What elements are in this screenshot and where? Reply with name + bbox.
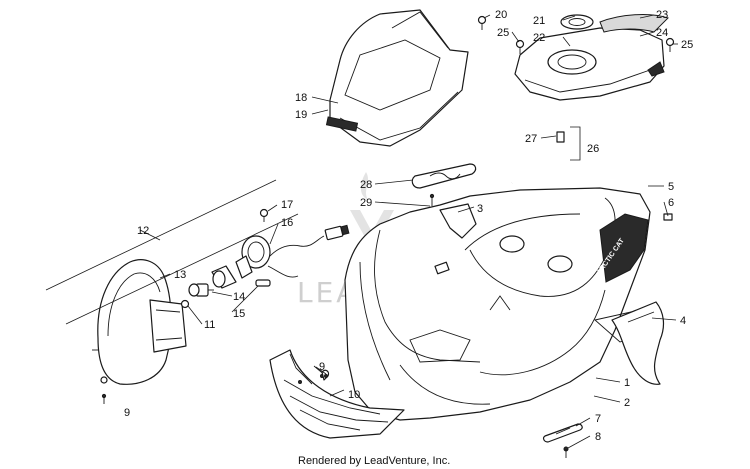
- callout-27: 27: [525, 133, 537, 145]
- callout-25-right: 25: [681, 39, 693, 51]
- callout-25-left: 25: [497, 27, 509, 39]
- screw-8: [563, 446, 569, 458]
- front-decal: ARCTIC CAT: [596, 213, 649, 283]
- callout-3: 3: [477, 203, 483, 215]
- front-body: [344, 187, 651, 421]
- watermark-v-icon: [350, 210, 394, 250]
- callout-18: 18: [295, 92, 307, 104]
- side-decal: [439, 203, 477, 239]
- headlight-housing: [92, 259, 187, 385]
- callout-21: 21: [533, 15, 545, 27]
- callout-4: 4: [680, 315, 686, 327]
- headlight-socket-16: [235, 235, 271, 279]
- callouts: 18 19 20 25 25 21 22 23 24 27 26 28 29 3…: [124, 9, 693, 443]
- callout-16: 16: [281, 217, 293, 229]
- emblem: [411, 163, 477, 206]
- fuel-cover-trim: [599, 14, 669, 33]
- callout-17: 17: [281, 199, 293, 211]
- callout-20: 20: [495, 9, 507, 21]
- bulb-14: [188, 283, 214, 297]
- fuel-tank-cover: [514, 14, 669, 101]
- grille: [269, 349, 405, 439]
- callout-22: 22: [533, 32, 545, 44]
- callout-7: 7: [595, 413, 601, 425]
- clip-11: [180, 299, 190, 309]
- screw-9-left: [101, 393, 107, 404]
- callout-10: 10: [348, 389, 360, 401]
- bolt-17: [259, 208, 269, 222]
- callout-29: 29: [360, 197, 372, 209]
- strap-7: [542, 423, 583, 443]
- callout-12: 12: [137, 225, 149, 237]
- callout-26: 26: [587, 143, 599, 155]
- callout-1: 1: [624, 377, 630, 389]
- screw-20: [477, 15, 487, 30]
- callout-24: 24: [656, 27, 668, 39]
- seat-logo-badge: [325, 116, 359, 132]
- callout-9-left: 9: [124, 407, 130, 419]
- callout-13: 13: [174, 269, 186, 281]
- callout-5: 5: [668, 181, 674, 193]
- vent-hose: [510, 131, 565, 185]
- callout-14: 14: [233, 291, 245, 303]
- screw-25-left: [515, 39, 525, 54]
- seat: [325, 9, 469, 147]
- leader-lines: [139, 14, 678, 449]
- screw-25-right: [665, 37, 675, 52]
- callout-6: 6: [668, 197, 674, 209]
- callout-28: 28: [360, 179, 372, 191]
- wire-harness: [267, 224, 350, 278]
- fender: [611, 301, 665, 385]
- fuel-cap-ring: [560, 14, 594, 30]
- clip-6: [663, 213, 673, 221]
- callout-11: 11: [204, 319, 215, 331]
- watermark-flame-icon: [360, 172, 368, 200]
- callout-9-mid: 9: [319, 361, 325, 373]
- callout-19: 19: [295, 109, 307, 121]
- callout-8: 8: [595, 431, 601, 443]
- callout-2: 2: [624, 397, 630, 409]
- callout-23: 23: [656, 9, 668, 21]
- bulb-15: [255, 279, 271, 287]
- socket: [211, 265, 237, 289]
- footer-credit: Rendered by LeadVenture, Inc.: [298, 455, 450, 467]
- callout-15: 15: [233, 308, 245, 320]
- assembly-12-outline: [45, 179, 299, 325]
